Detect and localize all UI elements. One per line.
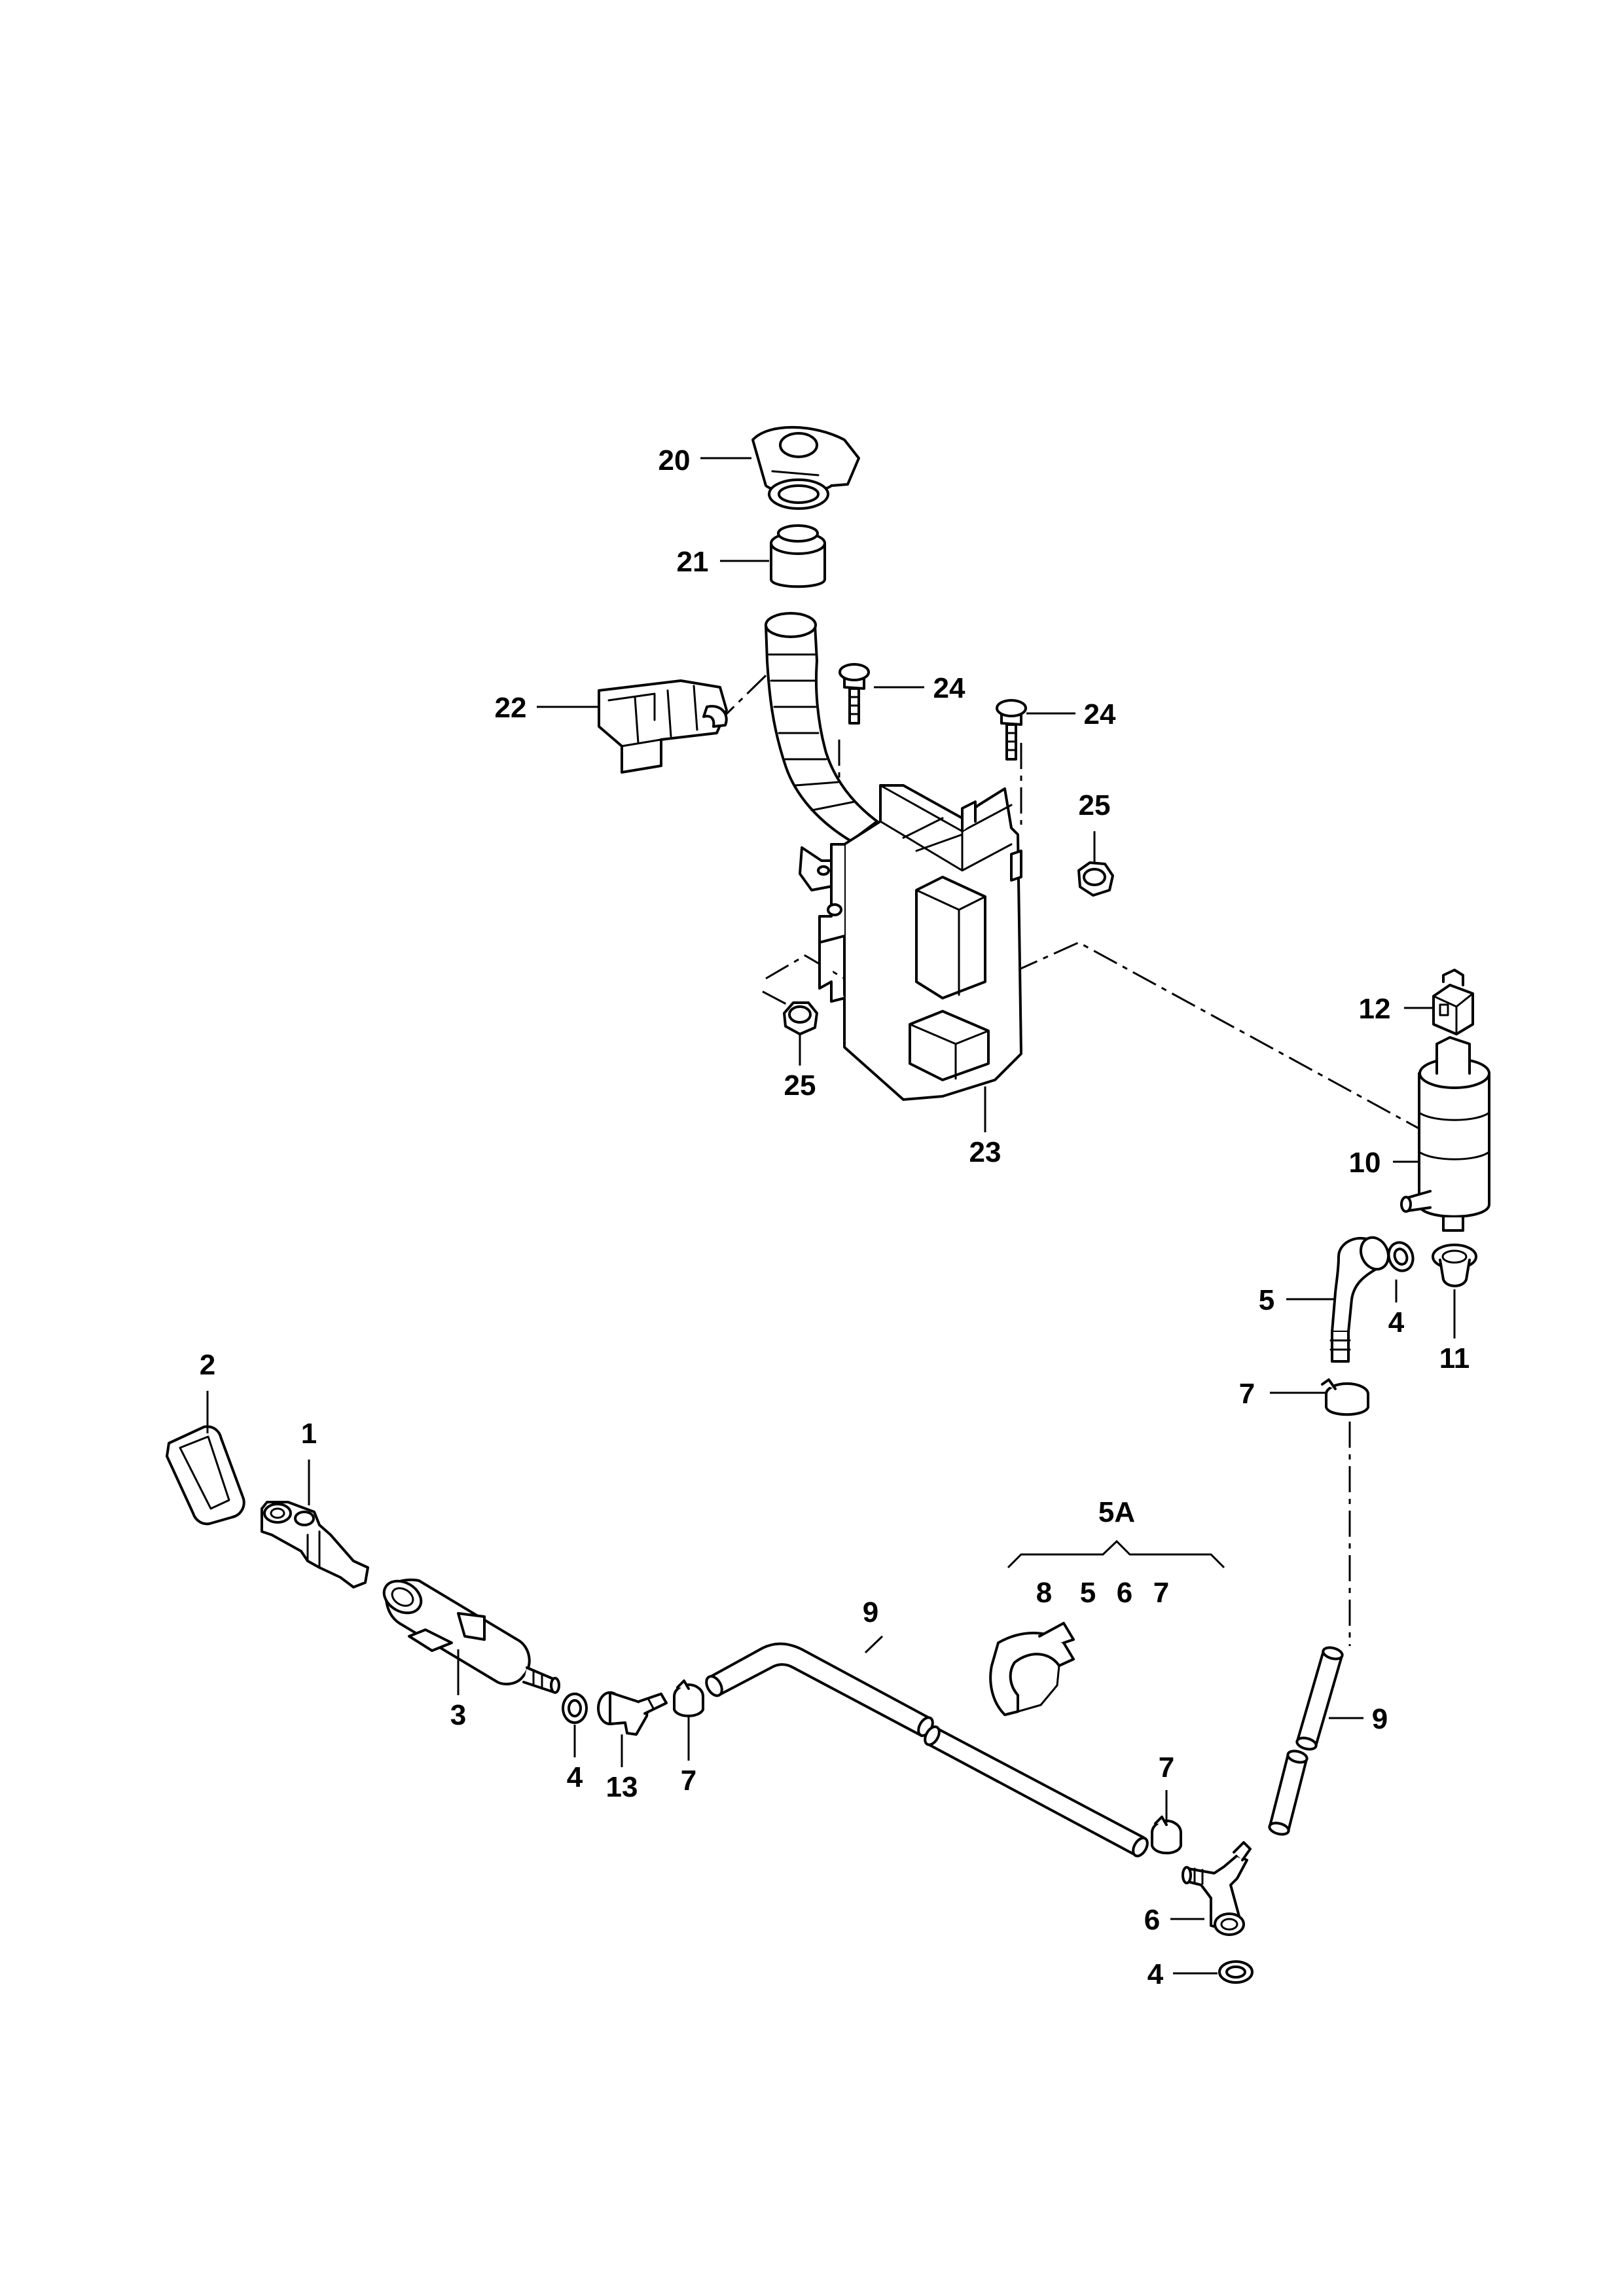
- callout-11: 11: [1439, 1342, 1470, 1374]
- part-24-bolt-a: [839, 663, 870, 725]
- part-4-seal-c: [1218, 1960, 1254, 1984]
- group-5a-bracket: [1007, 1539, 1225, 1569]
- callout-9-a: 9: [863, 1596, 878, 1628]
- part-23-washer-reservoir: [818, 784, 1022, 1101]
- callout-21: 21: [677, 546, 709, 578]
- callout-5: 5: [1259, 1284, 1274, 1316]
- callout-4-c: 4: [1147, 1958, 1164, 1990]
- part-1-nozzle: [261, 1501, 369, 1588]
- callout-23: 23: [969, 1136, 1001, 1168]
- part-4-seal-a: [1387, 1241, 1415, 1272]
- callout-7-c: 7: [1159, 1751, 1174, 1784]
- callout-22: 22: [495, 692, 527, 724]
- callout-13: 13: [606, 1771, 638, 1803]
- part-2-cover: [166, 1425, 245, 1526]
- callout-3: 3: [450, 1699, 466, 1731]
- part-7-clip-c: [1151, 1816, 1182, 1855]
- callout-4-a: 4: [1388, 1306, 1405, 1338]
- callout-7-group: 7: [1153, 1577, 1169, 1609]
- part-4-seal-b: [562, 1693, 588, 1724]
- part-25-nut-b: [783, 1001, 818, 1035]
- part-24-bolt-b: [996, 699, 1027, 761]
- callout-2: 2: [200, 1349, 215, 1381]
- part-7-clip-b: [673, 1679, 704, 1717]
- filler-neck-hose: [765, 612, 878, 891]
- callout-6: 6: [1144, 1904, 1160, 1936]
- part-12-connector: [1432, 969, 1474, 1035]
- part-13-elbow-fitting: [597, 1691, 668, 1736]
- part-6-t-connector: [1182, 1841, 1252, 1936]
- part-10-washer-pump: [1400, 1036, 1490, 1232]
- callout-24-b: 24: [1084, 698, 1116, 730]
- callout-9-b: 9: [1372, 1703, 1388, 1735]
- part-7-clip-a: [1321, 1378, 1369, 1416]
- part-8-holder-clip: [989, 1622, 1075, 1716]
- callout-6-group: 6: [1117, 1577, 1132, 1609]
- callout-5-group: 5: [1080, 1577, 1096, 1609]
- callout-25-b: 25: [784, 1069, 816, 1102]
- callout-1: 1: [301, 1418, 317, 1450]
- part-3-cylinder: [382, 1578, 560, 1694]
- part-20-filler-cap: [751, 425, 860, 510]
- callout-10: 10: [1349, 1147, 1381, 1179]
- callout-7-b: 7: [681, 1765, 696, 1797]
- callout-20: 20: [659, 444, 691, 476]
- callout-labels: 20 21 22 24 24 25 25 23 12 10 5 4 11 7 2…: [200, 444, 1470, 1990]
- part-9-hose-right: [1268, 1646, 1344, 1836]
- leader-lines: [206, 457, 1456, 1975]
- part-9-hose-long: [705, 1642, 1149, 1857]
- callout-8: 8: [1036, 1577, 1052, 1609]
- part-5-elbow-fitting: [1329, 1236, 1390, 1363]
- part-25-nut-a: [1077, 861, 1114, 897]
- callout-25-a: 25: [1079, 789, 1111, 821]
- callout-24-a: 24: [933, 672, 965, 704]
- callout-4-b: 4: [567, 1761, 583, 1793]
- part-22-bracket: [598, 679, 728, 774]
- callout-5A: 5A: [1098, 1496, 1135, 1528]
- callout-7-a: 7: [1239, 1378, 1255, 1410]
- part-11-grommet: [1432, 1244, 1477, 1287]
- part-21-strainer: [770, 524, 826, 588]
- callout-12: 12: [1359, 993, 1391, 1025]
